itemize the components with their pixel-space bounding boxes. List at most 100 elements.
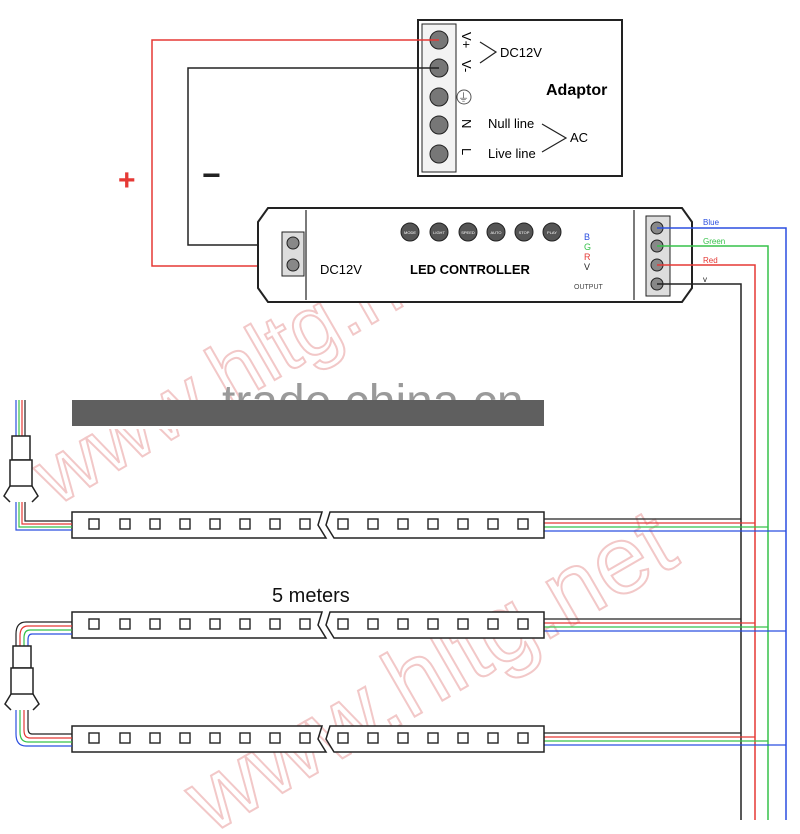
auto-button[interactable] [486,222,506,242]
led-chip [457,518,469,530]
led-chip [119,618,131,630]
adaptor: V+ V- ⏚ N L DC12V Adaptor Null line Live… [417,19,623,177]
controller-title: LED CONTROLLER [410,262,530,277]
connector-plug [10,667,34,695]
led-chip [209,732,221,744]
button-label: PLAY [547,230,557,235]
led-chip [299,518,311,530]
strip-length-label: 5 meters [272,585,350,607]
live-line-label: Live line [488,146,536,161]
led-chip [269,618,281,630]
led-chip [299,618,311,630]
led-chip [397,618,409,630]
led-chip [337,518,349,530]
output-label: OUTPUT [574,284,604,291]
null-line-label: Null line [488,116,534,131]
lead-wire [21,502,72,525]
strip2-3-connector [4,621,72,747]
lead-wire [24,502,72,522]
speed-button[interactable] [458,222,478,242]
adaptor-title: Adaptor [546,82,607,99]
led-chip [209,518,221,530]
plus-sign: + [118,164,136,197]
dc-voltage-label: DC12V [500,45,542,60]
ground-icon [456,89,472,105]
gray-banner-edge [72,426,544,429]
terminal-label-vminus: V- [459,60,474,72]
strip-body [71,511,328,539]
loop-wire [19,710,72,743]
led-chip [427,618,439,630]
terminal-label-vplus: V+ [459,32,474,48]
led-chip [397,518,409,530]
led-chip [427,518,439,530]
led-chip [487,732,499,744]
wire-label-red: Red [703,256,718,265]
connector-clip [4,693,40,711]
loop-wire [15,621,72,646]
terminal-screw [429,115,449,135]
ac-label: AC [570,130,588,145]
led-chip [427,732,439,744]
led-controller: DC12V LED CONTROLLER MODE LIGHT SPEED AU… [257,207,693,303]
input-terminal-screw [286,258,300,272]
terminal-screw [429,144,449,164]
led-chip [149,732,161,744]
led-chip [367,732,379,744]
button-label: AUTO [490,230,501,235]
button-label: MODE [404,230,416,235]
connector-plug [9,459,33,487]
lead-wire [15,502,72,531]
terminal-screw [429,87,449,107]
loop-wire [19,625,72,646]
wire-positive [151,39,439,267]
adaptor-terminals [429,30,449,164]
led-chip [269,732,281,744]
loop-wire [15,710,72,747]
rgb-letter-r: R [584,252,591,262]
led-chip [517,518,529,530]
led-chip [88,518,100,530]
led-chip [299,732,311,744]
controller-buttons: MODE LIGHT SPEED AUTO STOP PLAY [400,222,562,242]
mode-button[interactable] [400,222,420,242]
bus-wire-black [657,283,742,820]
led-chip [149,518,161,530]
led-chip [179,732,191,744]
led-chip [149,618,161,630]
controller-input-label: DC12V [320,262,362,277]
gray-banner [72,400,544,428]
led-chip [337,618,349,630]
led-chips [88,732,529,744]
led-strip [71,611,545,639]
controller-body [257,207,693,303]
play-button[interactable] [542,222,562,242]
bus-wire-red [657,264,756,820]
rgb-letter-v: V [584,262,590,272]
ac-bracket-icon [541,123,568,153]
led-chip [239,518,251,530]
strip-branches [544,518,786,746]
led-chip [88,618,100,630]
led-chip [269,518,281,530]
led-chip [119,518,131,530]
connector-plug [11,435,31,461]
input-terminal-screw [286,236,300,250]
lead-wire [18,502,72,528]
strip-body [71,611,328,639]
minus-sign: − [202,157,221,193]
led-chip [517,618,529,630]
wire-label-blue: Blue [703,218,720,227]
led-chip [209,618,221,630]
loop-wire [23,710,72,739]
loop-wire [23,629,72,646]
stop-button[interactable] [514,222,534,242]
rgb-letter-g: G [584,242,591,252]
light-button[interactable] [429,222,449,242]
led-chip [239,732,251,744]
bus-wire-blue [657,227,787,820]
led-chip [457,732,469,744]
output-bus [657,227,787,820]
watermark-text: www.hltg.net [166,488,692,834]
